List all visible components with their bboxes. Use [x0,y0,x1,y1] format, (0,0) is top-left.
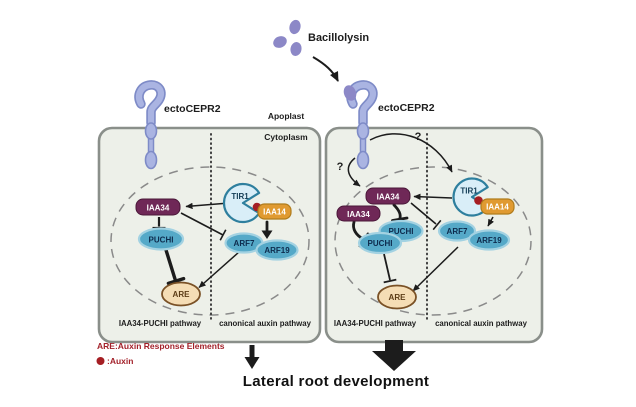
ectocepr2-right-label: ectoCEPR2 [378,102,435,114]
inhibit-iaa34-arf7-right [410,202,442,231]
svg-text:ARF19: ARF19 [264,246,290,255]
node-are-left: ARE [161,281,201,307]
svg-text:IAA34: IAA34 [147,204,170,213]
bacillolysin-blob-icon [273,36,287,48]
bacillolysin-bound-blob-icon [343,85,357,101]
svg-text:ARF7: ARF7 [447,227,468,236]
small-down-arrow-icon [244,345,260,369]
svg-text:ARE: ARE [173,290,191,299]
node-iaa14-right: IAA14 [480,198,515,215]
arrow-iaa14-to-arf7-left [261,220,273,239]
apoplast-label: Apoplast [268,111,305,121]
svg-text:TIR1: TIR1 [231,192,249,201]
node-tir1-right: TIR1 [452,177,489,217]
arrow-arf7-to-are-right [412,246,459,292]
svg-text:ARF19: ARF19 [476,236,502,245]
node-puchi-b-right: PUCHI [357,231,403,255]
node-arf19-left: ARF19 [255,239,299,261]
node-iaa34-a-right: IAA34 [365,187,411,205]
inhibit-puchi-are-left [164,248,186,286]
left-cell-membrane [97,126,322,344]
right-cell-pathway-right-label: canonical auxin pathway [435,319,528,328]
svg-text:IAA14: IAA14 [263,208,286,217]
inhibit-puchi-are-right [383,253,397,284]
svg-text:TIR1: TIR1 [460,187,478,196]
svg-text:ARE: ARE [389,293,407,302]
question-mark-tir1: ? [415,131,422,143]
bacillolysin-label: Bacillolysin [308,32,369,44]
arrow-arf7-to-are-left [198,251,240,289]
node-iaa14-left: IAA14 [257,203,292,220]
bacillolysin-blob-icon [289,19,301,35]
auxin-dot-icon [96,357,105,365]
node-are-right: ARE [377,284,417,310]
inhibit-iaa34a-puchia-right [391,203,409,222]
bacillolysin-arrow [312,56,339,82]
ectocepr2-receptor-left-icon [134,80,166,170]
arrow-receptor-to-iaa34-right [347,157,361,187]
cytoplasm-label: Cytoplasm [264,132,308,142]
node-puchi-left: PUCHI [137,227,185,251]
bacillolysin-cluster [273,19,302,56]
node-arf19-right: ARF19 [467,229,511,251]
node-iaa34-b-right: IAA34 [336,205,381,222]
legend-are-label: ARE:Auxin Response Elements [97,341,225,351]
node-iaa34-left: IAA34 [135,198,181,216]
node-arf7-right: ARF7 [437,220,477,242]
arrow-tir1-to-iaa34-left [185,202,224,210]
svg-text:IAA34: IAA34 [347,210,370,219]
large-down-arrow-icon [372,340,416,371]
svg-text:PUCHI: PUCHI [389,227,414,236]
left-nucleus-outline [110,166,310,316]
right-nucleus-outline [334,166,532,316]
node-tir1-left: TIR1 [222,182,261,224]
question-mark-receptor: ? [337,161,344,173]
svg-text:IAA14: IAA14 [486,203,509,212]
arrow-receptor-to-tir1-right [369,133,453,173]
arrow-tir1-to-iaa34-right [413,193,453,200]
svg-text:PUCHI: PUCHI [149,236,174,245]
legend-auxin-label: :Auxin [107,356,133,366]
inhibit-iaa34-arf7-left [180,212,227,241]
right-cell-pathway-left-label: IAA34-PUCHI pathway [334,319,417,328]
svg-text:IAA34: IAA34 [377,193,400,202]
svg-text:ARF7: ARF7 [234,239,255,248]
left-cell-pathway-left-label: IAA34-PUCHI pathway [119,319,202,328]
footer-label: Lateral root development [243,373,429,390]
ectocepr2-left-label: ectoCEPR2 [164,103,221,115]
bacillolysin-blob-icon [290,42,302,56]
auxin-dot-right [474,196,483,205]
arrow-iaa14-to-arf19-right [487,216,495,227]
svg-text:PUCHI: PUCHI [368,239,393,248]
left-cell-pathway-right-label: canonical auxin pathway [219,319,312,328]
right-cell-membrane [324,126,544,344]
